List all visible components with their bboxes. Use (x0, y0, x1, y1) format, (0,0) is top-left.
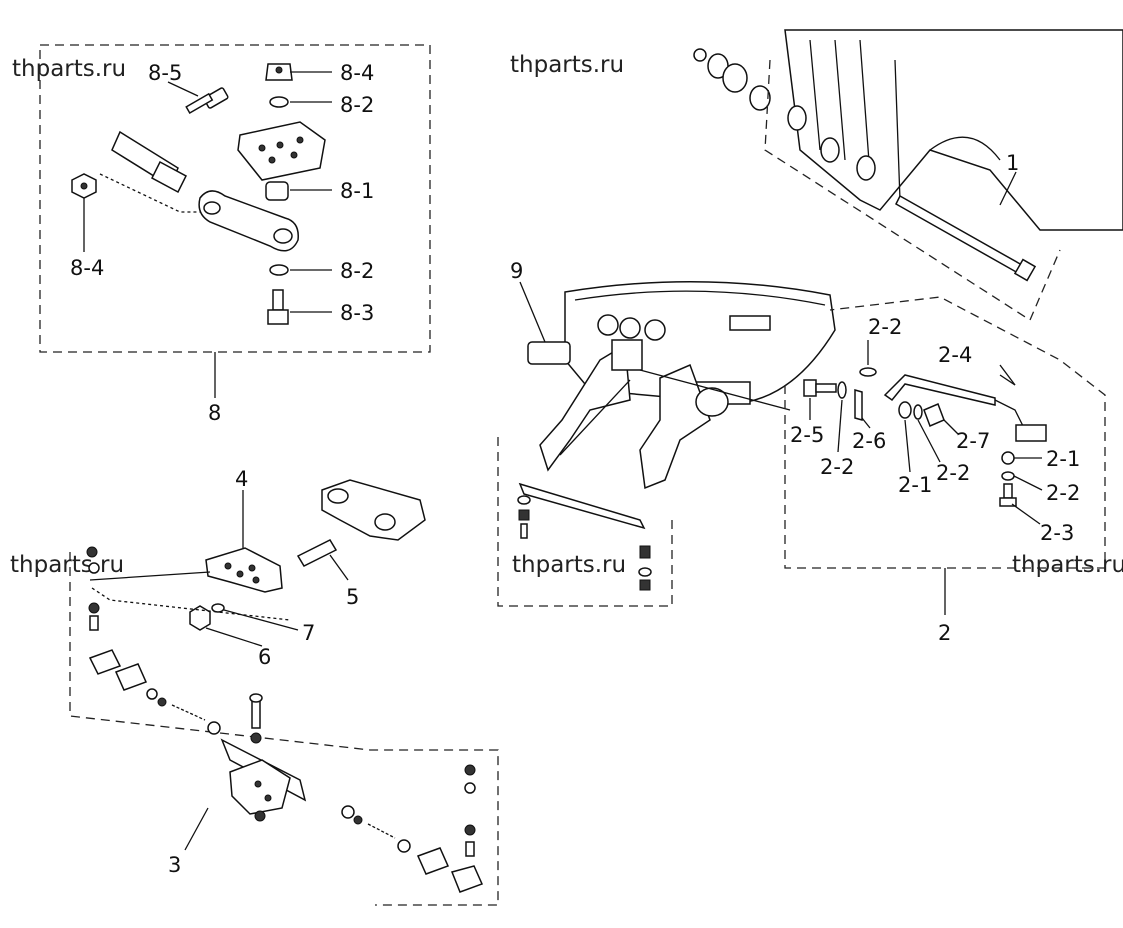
group-8-boundary (39, 44, 431, 353)
label-2-1-right: 2-1 (1046, 447, 1080, 471)
pedal-assembly (539, 339, 791, 490)
shaft-end (111, 130, 187, 194)
label-2-2-left: 2-2 (820, 455, 854, 479)
washer-8-2-top (269, 96, 289, 108)
bushing-2-1 (898, 401, 912, 419)
label-8-2-top: 8-2 (340, 93, 374, 117)
engine-body (564, 280, 836, 405)
label-2-2-top: 2-2 (868, 315, 902, 339)
bolt-2-3 (999, 483, 1017, 507)
label-2-5: 2-5 (790, 423, 824, 447)
washer-2-2-b (913, 404, 923, 420)
label-8-4-top: 8-4 (340, 61, 374, 85)
assembly-2: 2-2 2-4 2-5 2-6 2-7 2-2 2-2 2-1 2-1 2-2 … (784, 296, 1106, 645)
watermark-top-center: thparts.ru (510, 52, 624, 78)
label-2-7: 2-7 (956, 429, 990, 453)
cross-bracket (220, 693, 307, 822)
washer-2-2-a (837, 381, 847, 399)
bolt-8-3 (267, 289, 289, 325)
group-8-leaders (83, 71, 332, 313)
label-8: 8 (208, 401, 221, 425)
label-2-1-mid: 2-1 (898, 473, 932, 497)
group-2-leaders (809, 340, 1043, 525)
bracket-plate (237, 121, 326, 181)
washer-2-2-right (1001, 471, 1015, 481)
tie-rod-parts (88, 649, 221, 735)
washer-8-2-bottom (269, 264, 289, 276)
label-6: 6 (258, 645, 271, 669)
assembly-1: 1 (693, 29, 1123, 321)
assembly-8: 8-5 8-4 8-2 8-1 8-4 8-2 8-3 8 (39, 44, 431, 425)
pin-2-6 (854, 389, 863, 421)
frame-bracket (784, 29, 1123, 231)
label-2-3: 2-3 (1040, 521, 1074, 545)
bracket-4: 4 (205, 467, 283, 593)
label-1: 1 (1006, 151, 1019, 175)
washer-2-2-top (859, 367, 877, 377)
label-3: 3 (168, 853, 181, 877)
label-8-1: 8-1 (340, 179, 374, 203)
label-5: 5 (346, 585, 359, 609)
nut-6: 6 (189, 605, 271, 669)
brake-rod-inset (497, 437, 673, 607)
group-1-boundary (764, 59, 1061, 321)
label-2-2-right: 2-2 (1046, 481, 1080, 505)
bushing-2-1-right (1001, 451, 1015, 465)
tie-rod-right (341, 764, 484, 893)
label-1-leader (999, 171, 1017, 206)
nut-2-7 (923, 403, 945, 427)
label-2-4: 2-4 (938, 343, 972, 367)
watermark-mid-left: thparts.ru (10, 552, 124, 578)
washer-7: 7 (211, 603, 315, 645)
watermark-top-left: thparts.ru (12, 56, 126, 82)
rubber-mounts (693, 48, 771, 111)
pitman-arm (198, 190, 299, 252)
group-3-leader (184, 807, 209, 851)
watermarks: thparts.ru thparts.ru thparts.ru thparts… (10, 52, 1123, 578)
long-bolt-1 (895, 194, 1037, 282)
pin-5: 5 (296, 539, 359, 609)
assembly-3: 3 (69, 546, 499, 906)
clevis-arm (321, 479, 426, 541)
label-2: 2 (938, 621, 951, 645)
label-8-3: 8-3 (340, 301, 374, 325)
label-9: 9 (510, 259, 523, 283)
group-2-boundary (784, 296, 1106, 569)
nut-8-4-top (265, 63, 293, 81)
watermark-mid-right: thparts.ru (1012, 552, 1123, 578)
bracket-2-right (1015, 424, 1047, 442)
part-9-cylinder: 9 (510, 259, 571, 365)
label-8-5: 8-5 (148, 61, 182, 85)
label-8-2-bottom: 8-2 (340, 259, 374, 283)
bolt-2-5 (803, 379, 837, 397)
label-2-6: 2-6 (852, 429, 886, 453)
bolt-8-5 (185, 87, 229, 114)
label-7: 7 (302, 621, 315, 645)
label-2-2-mid: 2-2 (936, 461, 970, 485)
label-4: 4 (235, 467, 248, 491)
watermark-mid-center: thparts.ru (512, 552, 626, 578)
nut-8-4-left (71, 173, 97, 199)
bushing-8-1 (265, 181, 289, 201)
group-3-boundary (69, 552, 499, 906)
label-8-4-left: 8-4 (70, 256, 104, 280)
